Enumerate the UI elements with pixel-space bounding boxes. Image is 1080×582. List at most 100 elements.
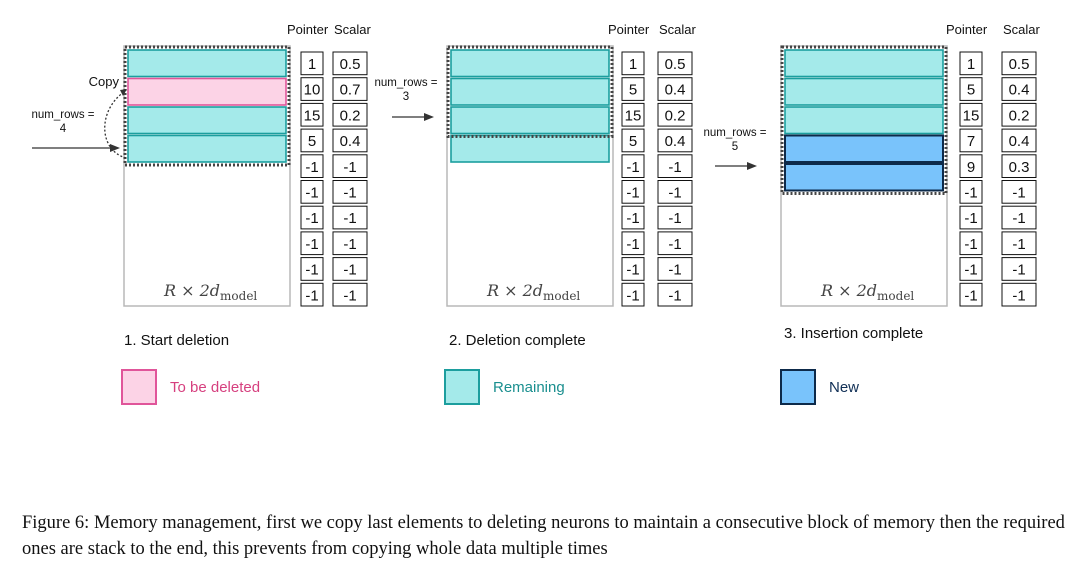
scalar-cell xyxy=(657,205,693,230)
scalar-value: -1 xyxy=(668,262,681,279)
scalar-cell xyxy=(332,77,368,101)
scalar-header: Scalar xyxy=(659,22,697,37)
pointer-cell xyxy=(621,282,645,307)
block-new xyxy=(784,134,944,163)
step-title: 1. Start deletion xyxy=(124,332,229,349)
pointer-value: -1 xyxy=(964,236,977,253)
allocated-region-outline xyxy=(123,45,291,167)
scalar-cell xyxy=(332,231,368,256)
pointer-value: -1 xyxy=(626,185,639,202)
legend-swatch-remaining xyxy=(444,369,480,405)
scalar-value: 0.4 xyxy=(340,133,361,150)
block-remaining xyxy=(127,49,287,78)
pointer-header: Pointer xyxy=(287,22,329,37)
pointer-value: 5 xyxy=(629,82,637,99)
num-rows-label: num_rows = xyxy=(32,109,95,121)
scalar-cell xyxy=(657,102,693,127)
block-remaining xyxy=(450,49,610,78)
scalar-value: 0.4 xyxy=(665,82,686,99)
pointer-cell xyxy=(300,282,324,307)
pointer-value: -1 xyxy=(964,287,977,304)
pointer-value: -1 xyxy=(305,210,318,227)
legend-label-new: New xyxy=(829,379,859,396)
scalar-cell xyxy=(332,282,368,307)
scalar-value: -1 xyxy=(668,210,681,227)
pointer-cell xyxy=(621,51,645,76)
num-rows-label: num_rows = xyxy=(704,127,767,139)
scalar-cell xyxy=(657,51,693,76)
pointer-value: 1 xyxy=(629,56,637,73)
scalar-value: -1 xyxy=(343,159,356,176)
legend-label-deleted: To be deleted xyxy=(170,379,260,396)
scalar-value: -1 xyxy=(343,287,356,304)
pointer-cell xyxy=(300,231,324,256)
scalar-header: Scalar xyxy=(334,22,372,37)
pointer-value: 15 xyxy=(625,107,642,124)
scalar-value: -1 xyxy=(1012,210,1025,227)
pointer-value: -1 xyxy=(626,236,639,253)
scalar-value: -1 xyxy=(668,287,681,304)
scalar-value: -1 xyxy=(668,159,681,176)
pointer-cell xyxy=(300,180,324,204)
pointer-value: 1 xyxy=(967,56,975,73)
pointer-value: 10 xyxy=(304,82,321,99)
scalar-value: -1 xyxy=(668,185,681,202)
pointer-cell xyxy=(300,102,324,127)
matrix-label: R × 2dmodel xyxy=(820,281,914,303)
copy-arrow xyxy=(104,91,127,159)
copy-arrowhead xyxy=(120,89,127,96)
num-rows-value: 4 xyxy=(60,123,67,135)
step-title: 2. Deletion complete xyxy=(449,332,586,349)
pointer-value: -1 xyxy=(964,210,977,227)
scalar-cell xyxy=(657,154,693,179)
scalar-value: 0.2 xyxy=(340,107,361,124)
legend-swatch-deleted xyxy=(121,369,157,405)
scalar-cell xyxy=(1001,154,1037,179)
pointer-cell xyxy=(959,257,983,281)
scalar-cell xyxy=(332,180,368,204)
scalar-value: -1 xyxy=(1012,236,1025,253)
pointer-cell xyxy=(621,231,645,256)
legend-swatch-new xyxy=(780,369,816,405)
scalar-cell xyxy=(1001,282,1037,307)
pointer-cell xyxy=(621,154,645,179)
pointer-cell xyxy=(621,77,645,101)
scalar-cell xyxy=(657,128,693,153)
pointer-value: -1 xyxy=(626,262,639,279)
pointer-cell xyxy=(959,128,983,153)
pointer-value: -1 xyxy=(626,159,639,176)
num-rows-label: num_rows = xyxy=(375,77,438,89)
scalar-value: 0.2 xyxy=(1009,107,1030,124)
scalar-cell xyxy=(332,128,368,153)
num-rows-value: 5 xyxy=(732,141,738,153)
scalar-value: 0.4 xyxy=(1009,82,1030,99)
allocated-region-outline xyxy=(780,45,948,195)
pointer-cell xyxy=(959,77,983,101)
pointer-cell xyxy=(959,231,983,256)
scalar-value: 0.5 xyxy=(340,56,361,73)
pointer-cell xyxy=(959,180,983,204)
scalar-value: -1 xyxy=(1012,287,1025,304)
pointer-value: -1 xyxy=(626,210,639,227)
pointer-value: 1 xyxy=(308,56,316,73)
scalar-cell xyxy=(332,51,368,76)
figure-caption: Figure 6: Memory management, first we co… xyxy=(22,513,1065,559)
pointer-value: -1 xyxy=(964,262,977,279)
pointer-cell xyxy=(959,51,983,76)
pointer-value: 5 xyxy=(308,133,316,150)
pointer-value: -1 xyxy=(305,236,318,253)
pointer-cell xyxy=(621,128,645,153)
pointer-cell xyxy=(300,51,324,76)
legend-label-remaining: Remaining xyxy=(493,379,565,396)
block-remaining xyxy=(450,134,610,163)
pointer-cell xyxy=(300,154,324,179)
scalar-cell xyxy=(332,154,368,179)
pointer-value: -1 xyxy=(305,159,318,176)
block-remaining xyxy=(450,77,610,106)
pointer-value: -1 xyxy=(964,185,977,202)
block-remaining xyxy=(784,49,944,78)
scalar-header: Scalar xyxy=(1003,22,1041,37)
allocated-region-outline xyxy=(446,45,614,138)
